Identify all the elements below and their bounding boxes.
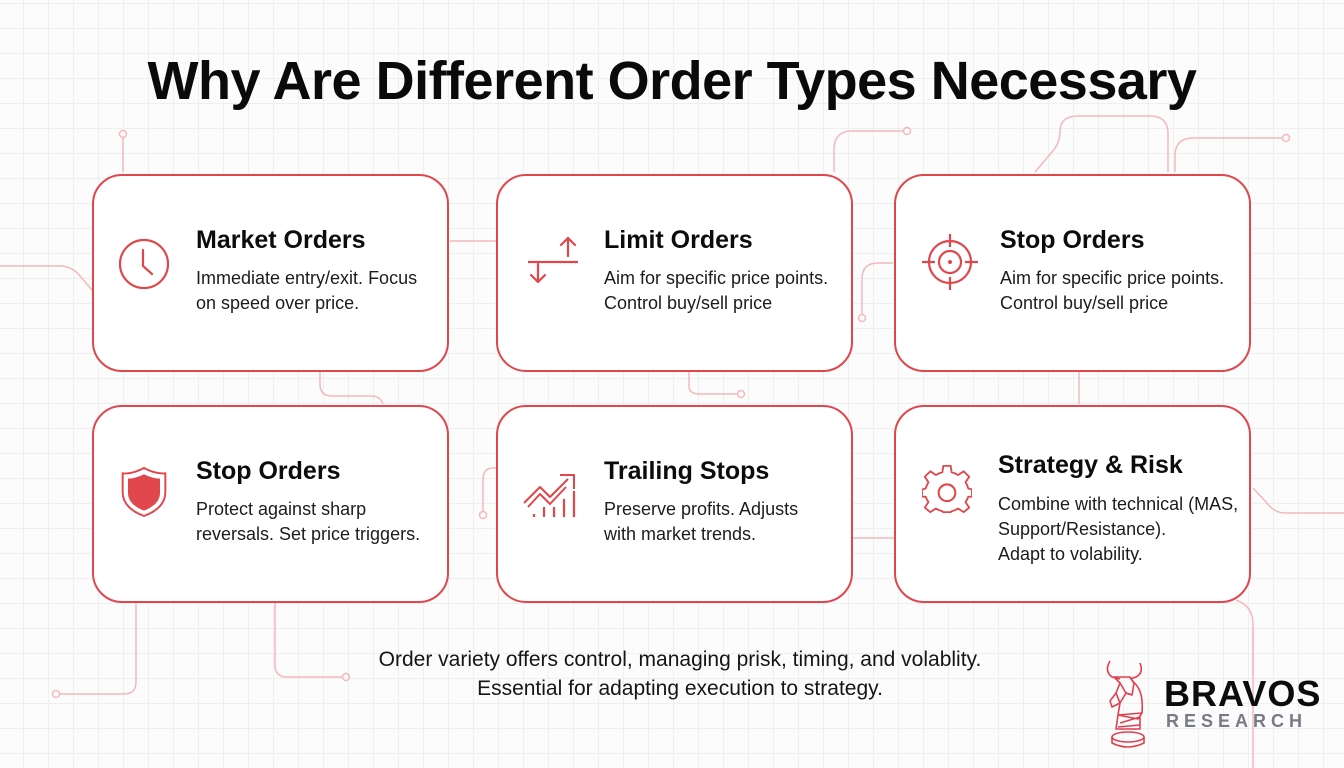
- card-stop-orders-shield: Stop Orders Protect against sharp revers…: [92, 405, 449, 603]
- card-heading: Market Orders: [196, 226, 366, 254]
- trending-up-chart-icon: [523, 474, 576, 517]
- card-description: Combine with technical (MAS, Support/Res…: [998, 494, 1239, 564]
- card-heading: Trailing Stops: [604, 457, 770, 485]
- shield-icon: [121, 466, 167, 518]
- card-strategy-risk: Strategy & Risk Combine with technical (…: [894, 405, 1251, 603]
- card-heading: Stop Orders: [1000, 226, 1145, 254]
- bravos-research-logo: BRAVOS RESEARCH: [1098, 655, 1338, 755]
- logo-brand-name: BRAVOS: [1164, 673, 1322, 714]
- card-stop-orders-target: Stop Orders Aim for specific price point…: [894, 174, 1251, 372]
- card-limit-orders: Limit Orders Aim for specific price poin…: [496, 174, 853, 372]
- crosshair-target-icon: [922, 234, 978, 290]
- page-title: Why Are Different Order Types Necessary: [147, 51, 1197, 111]
- card-description: Protect against sharp reversals. Set pri…: [196, 499, 421, 544]
- logo-subtitle: RESEARCH: [1166, 711, 1308, 731]
- card-description: Preserve profits. Adjusts with market tr…: [604, 499, 799, 544]
- clock-icon: [118, 238, 170, 290]
- card-heading: Limit Orders: [604, 226, 753, 254]
- card-description: Immediate entry/exit. Focus on speed ove…: [196, 268, 418, 313]
- card-trailing-stops: Trailing Stops Preserve profits. Adjusts…: [496, 405, 853, 603]
- footer-summary: Order variety offers control, managing p…: [378, 648, 982, 700]
- up-down-arrows-icon: [528, 236, 578, 284]
- card-heading: Stop Orders: [196, 457, 341, 485]
- gear-icon: [922, 465, 972, 514]
- card-description: Aim for specific price points. Control b…: [1000, 268, 1225, 313]
- card-market-orders: Market Orders Immediate entry/exit. Focu…: [92, 174, 449, 372]
- bull-chess-knight-icon: [1106, 660, 1145, 748]
- card-description: Aim for specific price points. Control b…: [604, 268, 829, 313]
- card-heading: Strategy & Risk: [998, 451, 1183, 479]
